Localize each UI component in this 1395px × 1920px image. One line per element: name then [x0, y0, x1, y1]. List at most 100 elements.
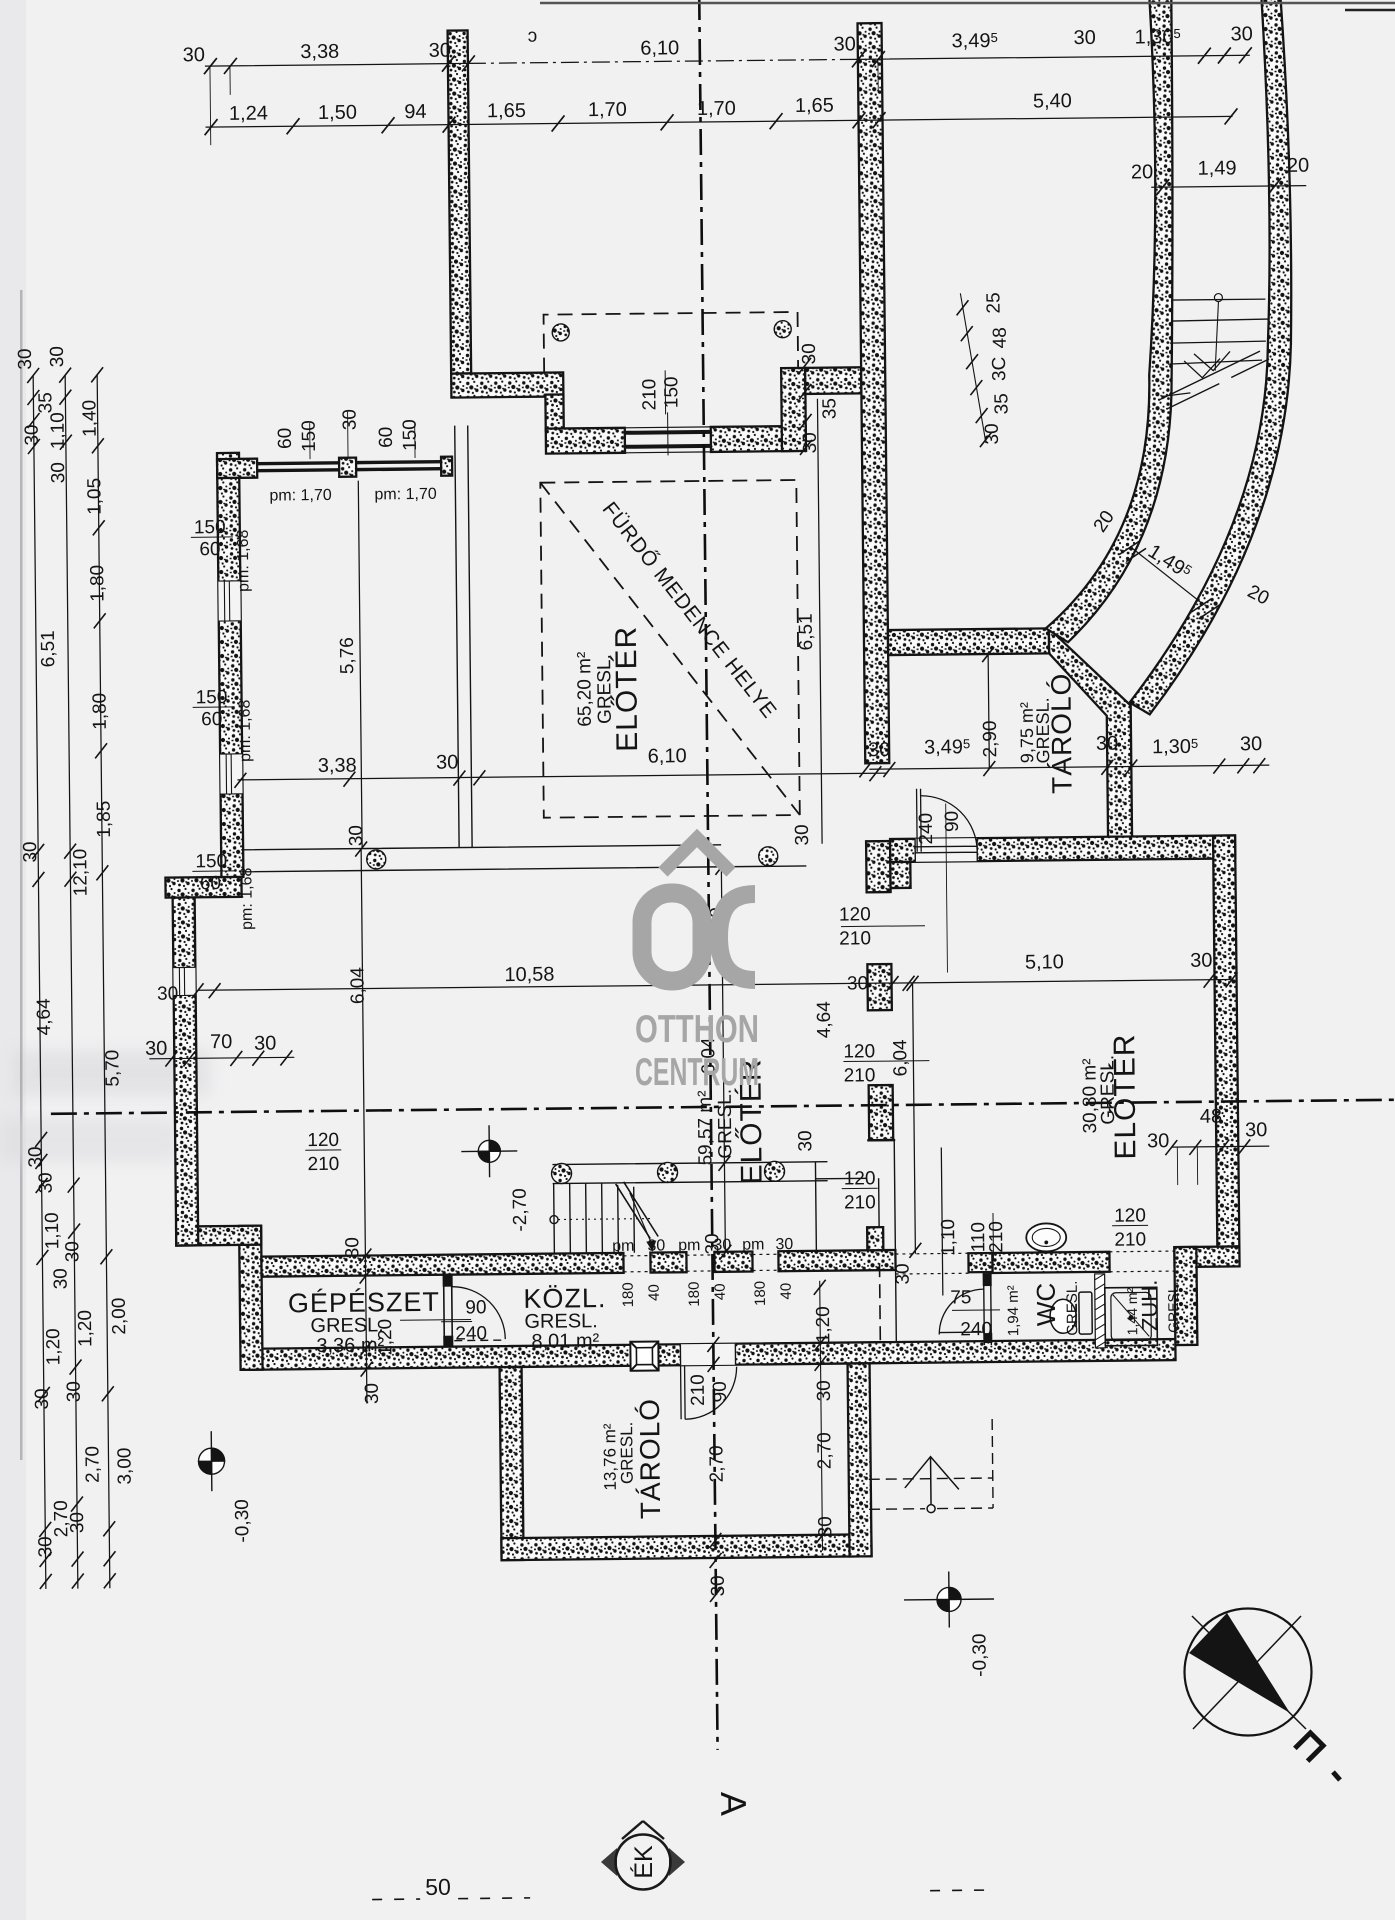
svg-text:30: 30 [254, 1032, 276, 1054]
svg-text:30: 30 [15, 348, 36, 369]
svg-text:GRESL.: GRESL. [1097, 1055, 1119, 1125]
svg-text:6,04: 6,04 [890, 1039, 911, 1077]
svg-text:30: 30 [32, 1388, 53, 1409]
svg-text:2,00: 2,00 [109, 1298, 130, 1335]
svg-text:30: 30 [62, 1241, 83, 1262]
svg-text:1,94 m²: 1,94 m² [1005, 1285, 1023, 1336]
svg-text:30: 30 [1073, 27, 1095, 49]
svg-text:30: 30 [834, 33, 856, 55]
svg-text:6,51: 6,51 [796, 613, 817, 650]
svg-text:ELŐTÉR: ELŐTÉR [734, 1058, 768, 1184]
svg-text:A: A [713, 1792, 754, 1816]
svg-text:3,38: 3,38 [300, 41, 339, 63]
svg-text:-0,30: -0,30 [969, 1633, 990, 1677]
svg-text:30: 30 [346, 825, 367, 846]
svg-text:GRESL.: GRESL. [715, 1089, 737, 1159]
svg-text:30: 30 [1096, 733, 1118, 755]
svg-text:30: 30 [1230, 23, 1252, 45]
svg-text:40: 40 [646, 1284, 663, 1301]
svg-text:60: 60 [200, 873, 221, 894]
svg-text:3,495: 3,495 [952, 30, 998, 52]
svg-text:1,65: 1,65 [487, 100, 526, 122]
svg-text:48: 48 [990, 327, 1011, 348]
svg-text:30: 30 [713, 1237, 731, 1254]
svg-text:30: 30 [25, 1146, 46, 1167]
svg-text:12,10: 12,10 [70, 849, 91, 897]
svg-text:GRESL.: GRESL. [524, 1310, 598, 1333]
svg-text:210: 210 [639, 379, 660, 411]
svg-text:120: 120 [307, 1130, 339, 1151]
svg-text:150: 150 [195, 851, 227, 872]
svg-text:90: 90 [465, 1297, 486, 1318]
svg-text:120: 120 [844, 1168, 876, 1189]
svg-text:30: 30 [800, 432, 821, 453]
svg-text:GRESL.: GRESL. [1165, 1281, 1182, 1333]
svg-text:30: 30 [795, 1130, 816, 1151]
svg-text:30: 30 [868, 739, 890, 761]
svg-text:ZUH.: ZUH. [1137, 1280, 1163, 1332]
svg-text:30: 30 [647, 1237, 665, 1254]
svg-text:30: 30 [799, 343, 820, 364]
svg-text:30: 30 [1245, 1119, 1267, 1141]
svg-text:1,70: 1,70 [697, 98, 736, 120]
svg-text:30,80 m²: 30,80 m² [1079, 1058, 1101, 1133]
svg-text:3C: 3C [989, 357, 1010, 382]
svg-text:210: 210 [1114, 1229, 1146, 1250]
svg-text:-2,70: -2,70 [510, 1188, 531, 1232]
svg-text:240: 240 [916, 813, 937, 845]
svg-text:1,10: 1,10 [938, 1219, 959, 1256]
svg-text:210: 210 [688, 1374, 709, 1406]
svg-text:1,20: 1,20 [75, 1310, 96, 1347]
svg-text:210: 210 [844, 1192, 876, 1213]
svg-text:30: 30 [1240, 733, 1262, 755]
svg-text:ɔ: ɔ [528, 26, 538, 47]
svg-text:30: 30 [340, 409, 361, 430]
svg-text:GRESL.: GRESL. [1064, 1281, 1082, 1336]
svg-text:30: 30 [702, 1233, 723, 1254]
svg-text:ELŐTÉR: ELŐTÉR [1108, 1033, 1142, 1159]
svg-text:WC: WC [1031, 1283, 1061, 1327]
svg-text:ELŐTÉR: ELŐTÉR [610, 626, 644, 752]
svg-text:5,76: 5,76 [337, 637, 358, 674]
svg-text:210: 210 [986, 1221, 1007, 1253]
svg-text:120: 120 [843, 1041, 875, 1062]
svg-text:2,70: 2,70 [82, 1446, 103, 1483]
svg-text:30: 30 [815, 1516, 836, 1537]
svg-text:30: 30 [792, 824, 813, 845]
svg-text:30: 30 [64, 1381, 85, 1402]
svg-text:13,76 m²: 13,76 m² [600, 1423, 620, 1491]
svg-text:60: 60 [376, 427, 397, 448]
svg-text:60: 60 [201, 709, 222, 730]
svg-text:30: 30 [157, 984, 178, 1005]
svg-text:pm: 1,70: pm: 1,70 [269, 487, 332, 505]
svg-text:60: 60 [275, 428, 296, 449]
svg-text:CENTRUM: CENTRUM [635, 1051, 759, 1094]
svg-text:30: 30 [51, 1268, 72, 1289]
svg-text:2,70: 2,70 [814, 1432, 835, 1469]
svg-text:90: 90 [710, 1381, 731, 1402]
svg-text:20: 20 [1131, 161, 1153, 183]
svg-text:40: 40 [712, 1283, 729, 1300]
svg-text:pm: 1,70: pm: 1,70 [374, 486, 437, 504]
svg-text:1,10: 1,10 [42, 1212, 63, 1249]
svg-text:30: 30 [436, 752, 458, 774]
svg-text:1,49: 1,49 [1197, 157, 1236, 179]
svg-text:1,85: 1,85 [94, 801, 115, 838]
svg-text:20: 20 [1287, 155, 1309, 177]
svg-text:TÁROLÓ: TÁROLÓ [1045, 673, 1077, 794]
svg-text:180: 180 [686, 1282, 703, 1307]
svg-text:30: 30 [342, 1237, 363, 1258]
svg-text:GRESL.: GRESL. [1033, 697, 1054, 763]
svg-text:TÁROLÓ: TÁROLÓ [634, 1398, 666, 1519]
svg-text:1,20: 1,20 [43, 1328, 64, 1365]
svg-text:1,24: 1,24 [229, 103, 268, 125]
svg-text:5,70: 5,70 [102, 1050, 123, 1087]
svg-text:10,58: 10,58 [504, 964, 554, 987]
svg-text:120: 120 [839, 904, 871, 925]
svg-text:94: 94 [404, 101, 426, 123]
svg-text:180: 180 [752, 1281, 769, 1306]
svg-text:150: 150 [299, 420, 320, 452]
svg-text:2,70: 2,70 [51, 1500, 72, 1537]
svg-text:KÖZL.: KÖZL. [523, 1283, 606, 1314]
svg-text:-0,30: -0,30 [232, 1499, 253, 1543]
